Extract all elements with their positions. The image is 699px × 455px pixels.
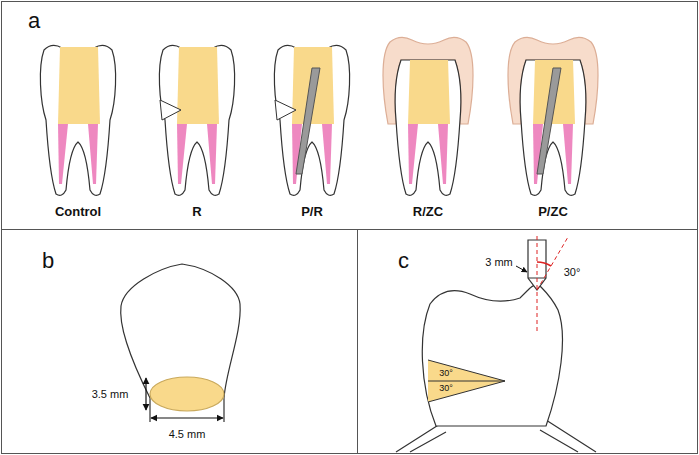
tooth-drawing xyxy=(508,37,598,195)
loading-setup xyxy=(396,236,596,452)
occlusal-outline xyxy=(121,264,241,422)
angle-label: 30° xyxy=(439,384,453,394)
panel-letter: a xyxy=(28,10,40,32)
figure-panel: b xyxy=(1,229,358,454)
figure-panel: a xyxy=(1,1,698,230)
tooth-drawing xyxy=(159,45,234,195)
panel-letter: c xyxy=(398,250,409,272)
tooth-drawing xyxy=(40,45,115,195)
tooth-group-label: P/ZC xyxy=(538,205,568,219)
angle-label: 30° xyxy=(439,369,453,379)
tooth-row xyxy=(40,37,598,195)
angle-label: 30° xyxy=(564,266,581,278)
figure-panel: c xyxy=(357,229,698,454)
tooth-drawing xyxy=(383,37,473,195)
dimension-label: 4.5 mm xyxy=(169,428,206,440)
dimension-label: 3.5 mm xyxy=(92,388,129,400)
tooth-group-label: Control xyxy=(55,205,101,219)
dimension-label: 3 mm xyxy=(485,256,513,268)
tooth-group-label: P/R xyxy=(301,205,323,219)
tooth-drawing xyxy=(274,45,349,195)
tooth-group-label: R xyxy=(192,205,201,219)
panel-letter: b xyxy=(42,250,54,272)
tooth-group-label: R/ZC xyxy=(413,205,443,219)
